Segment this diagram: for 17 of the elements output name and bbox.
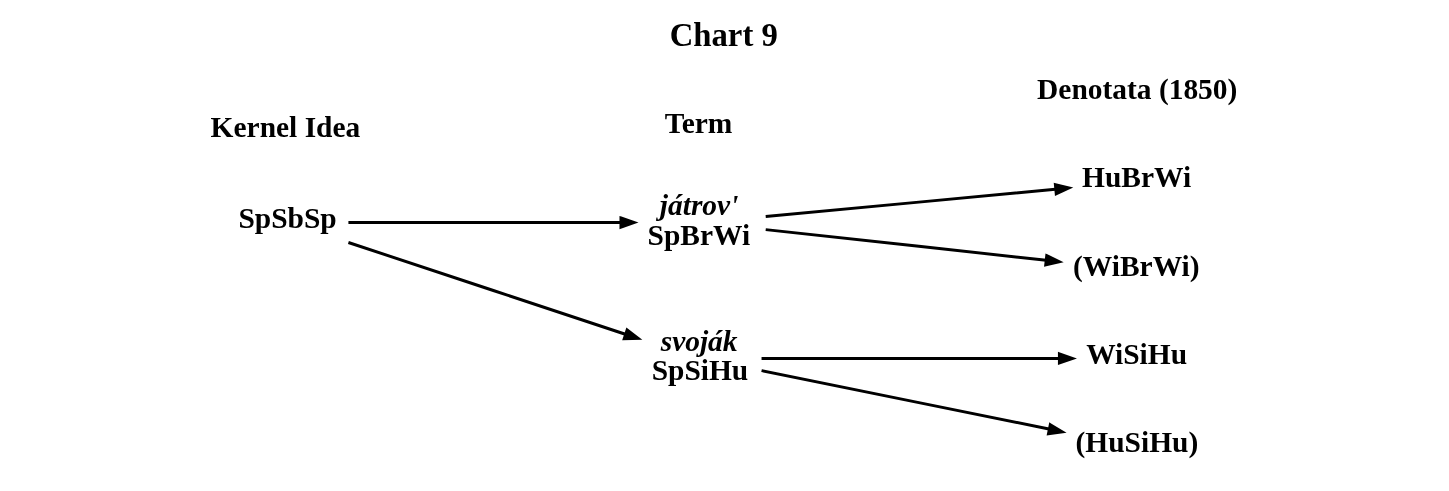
arrow [347, 241, 643, 341]
node-text: WiSiHu [1086, 337, 1188, 370]
arrow [765, 228, 1064, 267]
arrow [761, 351, 1077, 366]
label: Kernel Idea [210, 110, 361, 143]
node-text: SpSbSp [238, 202, 337, 235]
node-text: svoják SpSiHu [651, 324, 749, 387]
arrow [765, 182, 1074, 218]
node-text: (WiBrWi) [1073, 249, 1200, 282]
arrow [761, 369, 1067, 436]
diagram-title: Chart 9 [669, 16, 778, 53]
node-text: (HuSiHu) [1075, 426, 1199, 459]
label: Denotata (1850) [1037, 72, 1238, 105]
node-text: játrov' SpBrWi [647, 189, 751, 251]
node-text: HuBrWi [1082, 161, 1192, 194]
label: Term [664, 107, 733, 140]
arrow [348, 215, 639, 230]
